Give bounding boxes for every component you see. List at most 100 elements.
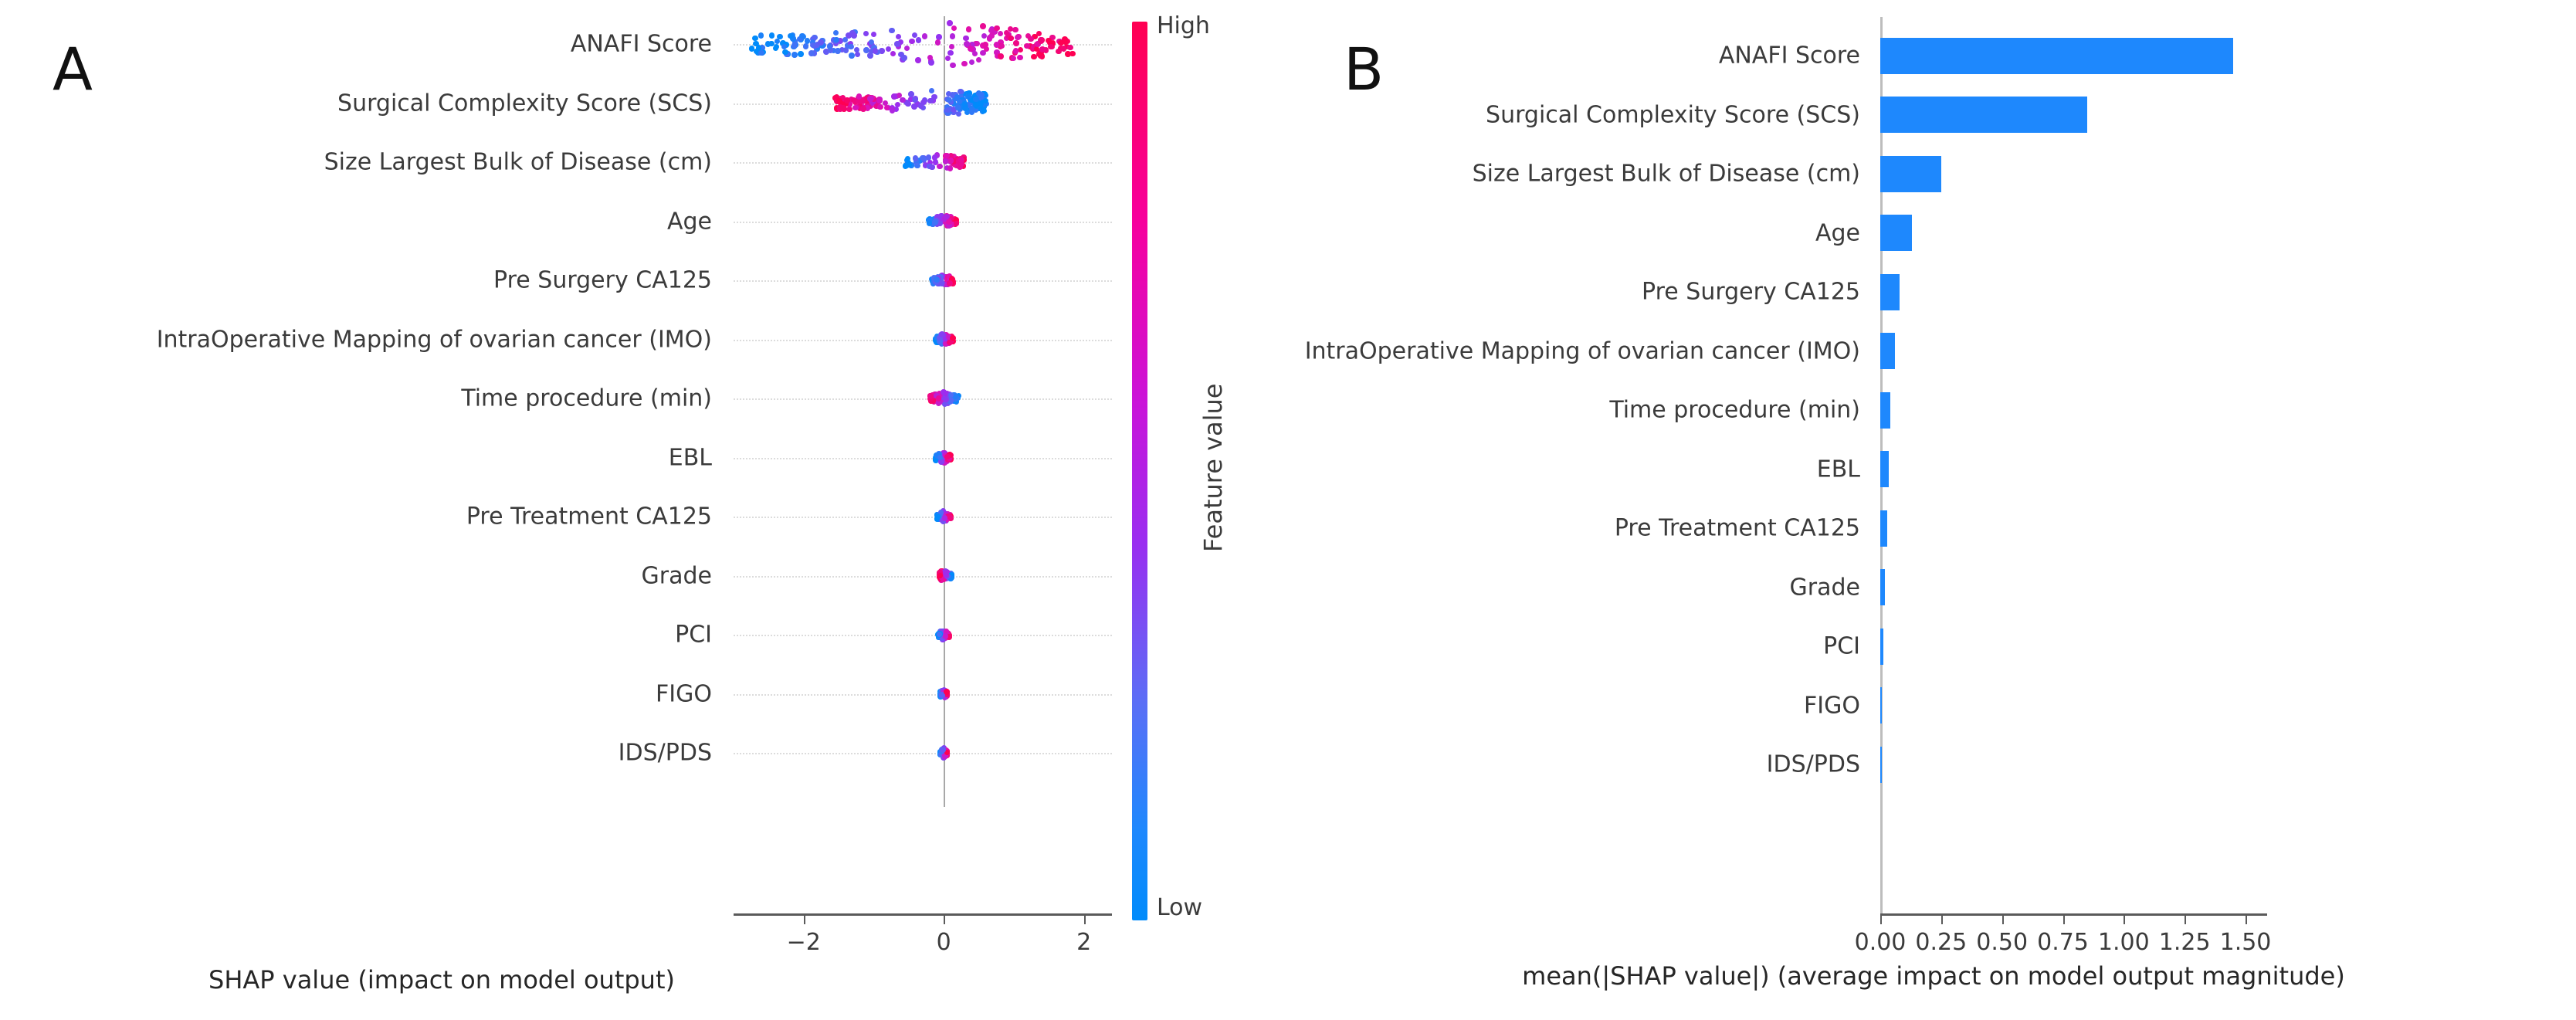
gridline (734, 221, 1112, 224)
shap-point (788, 32, 794, 39)
shap-point (944, 749, 950, 756)
bar (1880, 628, 1883, 665)
shap-point (958, 157, 964, 163)
shap-point (845, 42, 851, 49)
shap-point (819, 42, 825, 49)
shap-point (903, 45, 910, 52)
shap-point (946, 222, 952, 229)
shap-point (943, 572, 950, 578)
shap-point (937, 338, 943, 344)
shap-point (754, 48, 760, 55)
shap-point (937, 516, 944, 522)
shap-point (947, 99, 954, 106)
shap-point (917, 103, 924, 109)
feature-label: Age (1815, 219, 1860, 246)
shap-point (966, 93, 973, 100)
shap-point (885, 46, 892, 53)
shap-point (952, 393, 959, 400)
shap-point (928, 59, 934, 66)
shap-point (943, 629, 950, 635)
shap-point (982, 97, 989, 104)
shap-point (947, 513, 953, 520)
zero-reference-line (944, 16, 946, 807)
shap-point (877, 103, 883, 110)
shap-point (940, 394, 946, 400)
shap-point (911, 103, 917, 110)
shap-point (936, 34, 942, 40)
shap-point (920, 99, 927, 106)
shap-point (981, 101, 988, 108)
shap-point (988, 27, 995, 34)
shap-point (791, 39, 798, 45)
shap-point (1013, 40, 1019, 46)
panel-a-letter: A (53, 35, 93, 103)
gridline (734, 693, 1112, 696)
axis-tick-label: 1.25 (2158, 929, 2211, 956)
shap-point (1046, 37, 1052, 44)
shap-point (856, 93, 863, 100)
shap-point (930, 97, 937, 103)
shap-point (876, 97, 883, 104)
shap-point (823, 49, 829, 55)
shap-point (900, 97, 906, 103)
shap-point (1031, 53, 1037, 60)
shap-point (936, 631, 943, 638)
shap-point (898, 51, 904, 58)
shap-point (774, 38, 781, 45)
feature-label: Grade (1789, 574, 1860, 601)
shap-point (938, 212, 944, 219)
shap-point (934, 276, 940, 283)
axis-tick-label: 0 (936, 929, 951, 956)
shap-point (930, 392, 937, 398)
shap-point (1039, 46, 1046, 53)
feature-label: IDS/PDS (1766, 751, 1860, 778)
shap-point (952, 91, 958, 98)
shap-point (941, 334, 948, 341)
shap-point (941, 401, 948, 408)
shap-point (1017, 46, 1024, 53)
shap-point (932, 159, 939, 165)
shap-point (937, 220, 943, 227)
shap-point (915, 37, 922, 43)
shap-point (945, 110, 951, 117)
shap-point (773, 43, 779, 50)
shap-point (932, 219, 938, 225)
axis-line (734, 913, 1112, 916)
shap-point (941, 459, 947, 466)
shap-point (839, 46, 846, 53)
shap-point (810, 36, 816, 42)
shap-point (994, 25, 1000, 32)
colorbar-high-label: High (1157, 12, 1210, 39)
axis-tick (2246, 916, 2247, 924)
feature-label: Pre Treatment CA125 (466, 503, 712, 530)
panel-a-axis-title: SHAP value (impact on model output) (208, 965, 675, 995)
shap-point (1007, 25, 1014, 32)
shap-point (998, 53, 1004, 59)
shap-point (975, 90, 982, 97)
shap-point (988, 32, 995, 39)
shap-point (965, 102, 971, 108)
shap-point (780, 40, 786, 46)
shap-point (1012, 48, 1019, 54)
shap-point (980, 49, 986, 56)
shap-point (958, 161, 964, 168)
shap-point (978, 100, 985, 107)
shap-point (818, 39, 824, 46)
shap-point (781, 43, 788, 50)
shap-point (912, 155, 918, 161)
shap-point (1010, 55, 1017, 62)
shap-point (930, 398, 937, 404)
shap-point (836, 97, 842, 104)
shap-point (947, 391, 954, 398)
shap-point (863, 30, 869, 37)
shap-point (906, 161, 913, 168)
shap-point (849, 53, 855, 59)
shap-point (953, 220, 960, 227)
gridline (734, 457, 1112, 460)
shap-point (962, 105, 968, 111)
bar (1880, 687, 1882, 723)
shap-point (854, 51, 861, 58)
shap-point (940, 747, 946, 753)
shap-point (798, 51, 804, 57)
shap-point (961, 60, 968, 67)
